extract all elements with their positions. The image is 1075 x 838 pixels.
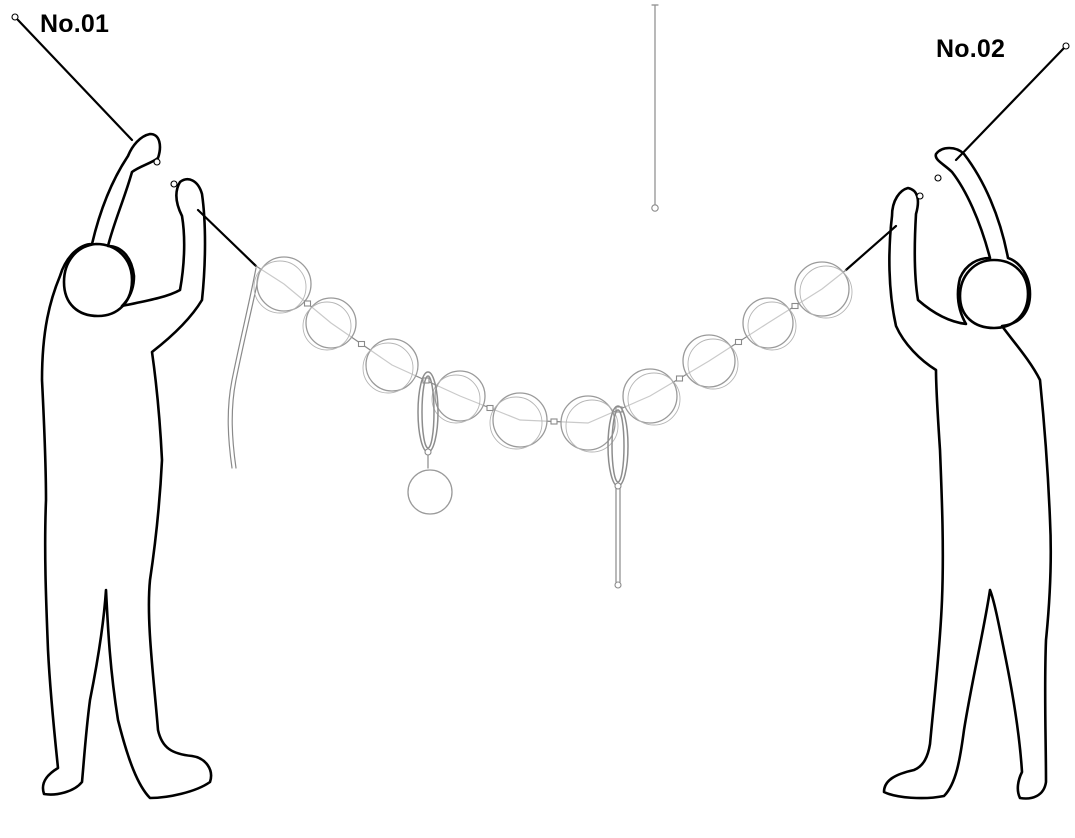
glass-globe-reflection — [747, 301, 797, 351]
glass-globe-reflection — [627, 372, 681, 426]
glass-globe — [492, 392, 548, 448]
glass-globe — [794, 261, 850, 317]
glass-globe-reflection — [687, 338, 739, 390]
glass-globe — [256, 256, 312, 312]
person-no02 — [882, 42, 1070, 800]
glass-globe — [622, 368, 678, 424]
glass-globe — [365, 338, 419, 392]
person-silhouette-icon — [40, 132, 213, 800]
glass-globe-reflection — [253, 260, 307, 314]
globe-connector — [734, 338, 743, 346]
globe-garland — [253, 256, 853, 453]
label-no01: No.01 — [40, 10, 110, 38]
glass-globe — [742, 297, 794, 349]
globe-connector — [303, 300, 312, 307]
globe-connector — [357, 340, 366, 348]
person-silhouette-icon — [882, 146, 1053, 800]
globe-connector — [550, 418, 558, 425]
glass-globe-reflection — [489, 396, 543, 450]
glass-globe-reflection — [302, 301, 352, 351]
glass-globe — [305, 297, 357, 349]
glass-globe — [560, 395, 616, 451]
glass-globe-reflection — [799, 265, 853, 319]
glass-globe — [682, 334, 736, 388]
ceiling-suspension — [651, 4, 659, 212]
globe-connector — [675, 375, 684, 382]
glass-globe-reflection — [362, 342, 414, 394]
left-ring-pendant — [407, 371, 453, 515]
globe-connector — [486, 404, 494, 412]
holding-cables — [196, 208, 898, 469]
glass-globe-reflection — [565, 399, 619, 453]
glass-globe — [434, 370, 486, 422]
globe-connector — [791, 302, 799, 310]
person-no01 — [11, 13, 213, 800]
glass-globe-reflection — [431, 374, 481, 424]
right-ring-pendant — [607, 405, 629, 589]
label-no02: No.02 — [936, 35, 1006, 63]
